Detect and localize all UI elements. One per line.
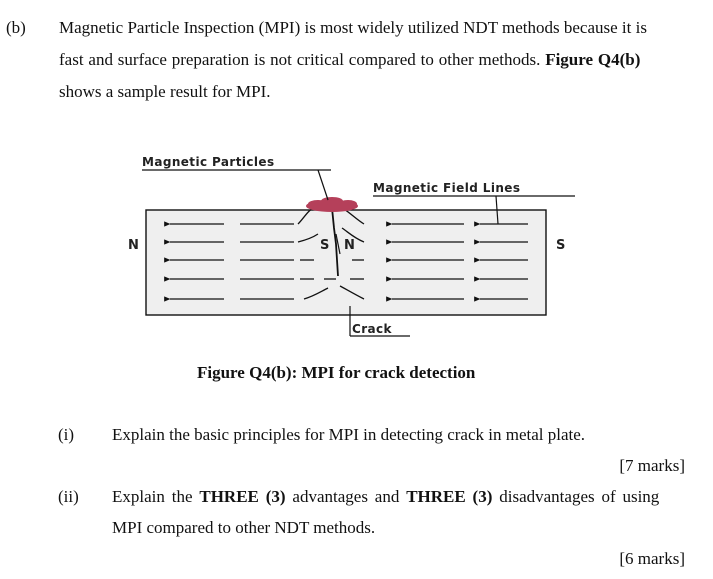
south-pole-label: S xyxy=(556,238,565,253)
question-i-text: Explain the basic principles for MPI in … xyxy=(112,425,586,444)
figure-caption: Figure Q4(b): MPI for crack detection xyxy=(197,363,476,382)
intro-line-1: Magnetic Particle Inspection (MPI) is mo… xyxy=(59,18,647,37)
question-ii-text-pre: Explain the xyxy=(112,487,200,506)
crack-north-label: N xyxy=(344,238,355,253)
field-lines-right xyxy=(386,221,528,302)
question-ii-number: (ii) xyxy=(58,487,79,506)
field-lines-label: Magnetic Field Lines xyxy=(373,181,520,195)
mpi-crack-figure: Magnetic Particles Magnetic Field Lines … xyxy=(128,155,575,337)
north-pole-label: N xyxy=(128,238,139,253)
part-label: (b) xyxy=(6,18,26,37)
field-lines-pointer xyxy=(495,195,499,225)
crack-pole-divider xyxy=(335,233,341,255)
crack-south-label: S xyxy=(320,238,329,253)
particles-pointer xyxy=(317,169,329,201)
question-ii-bold-disadvantages: THREE (3) xyxy=(406,487,493,506)
question-i-marks: [7 marks] xyxy=(619,456,685,475)
figure-reference: Figure Q4(b) xyxy=(545,50,641,69)
question-ii-line-2: MPI compared to other NDT methods. xyxy=(112,518,376,537)
field-lines-bending xyxy=(297,203,365,300)
crack-label: Crack xyxy=(352,322,393,336)
magnetic-particles xyxy=(306,197,358,212)
particles-label: Magnetic Particles xyxy=(142,155,275,169)
question-ii-text-mid: advantages and xyxy=(285,487,407,506)
intro-line-3: shows a sample result for MPI. xyxy=(59,82,271,101)
crack-line xyxy=(331,207,339,277)
intro-line-2: fast and surface preparation is not crit… xyxy=(59,49,640,71)
question-ii-line-1: Explain the THREE (3) advantages and THR… xyxy=(112,486,659,508)
question-ii-marks: [6 marks] xyxy=(619,549,685,568)
question-ii-bold-advantages: THREE (3) xyxy=(199,487,286,506)
question-ii-text-post: disadvantages of using xyxy=(492,487,660,506)
intro-line-2-text: fast and surface preparation is not crit… xyxy=(59,50,546,69)
field-lines-left xyxy=(164,221,294,302)
question-i-number: (i) xyxy=(58,425,75,444)
